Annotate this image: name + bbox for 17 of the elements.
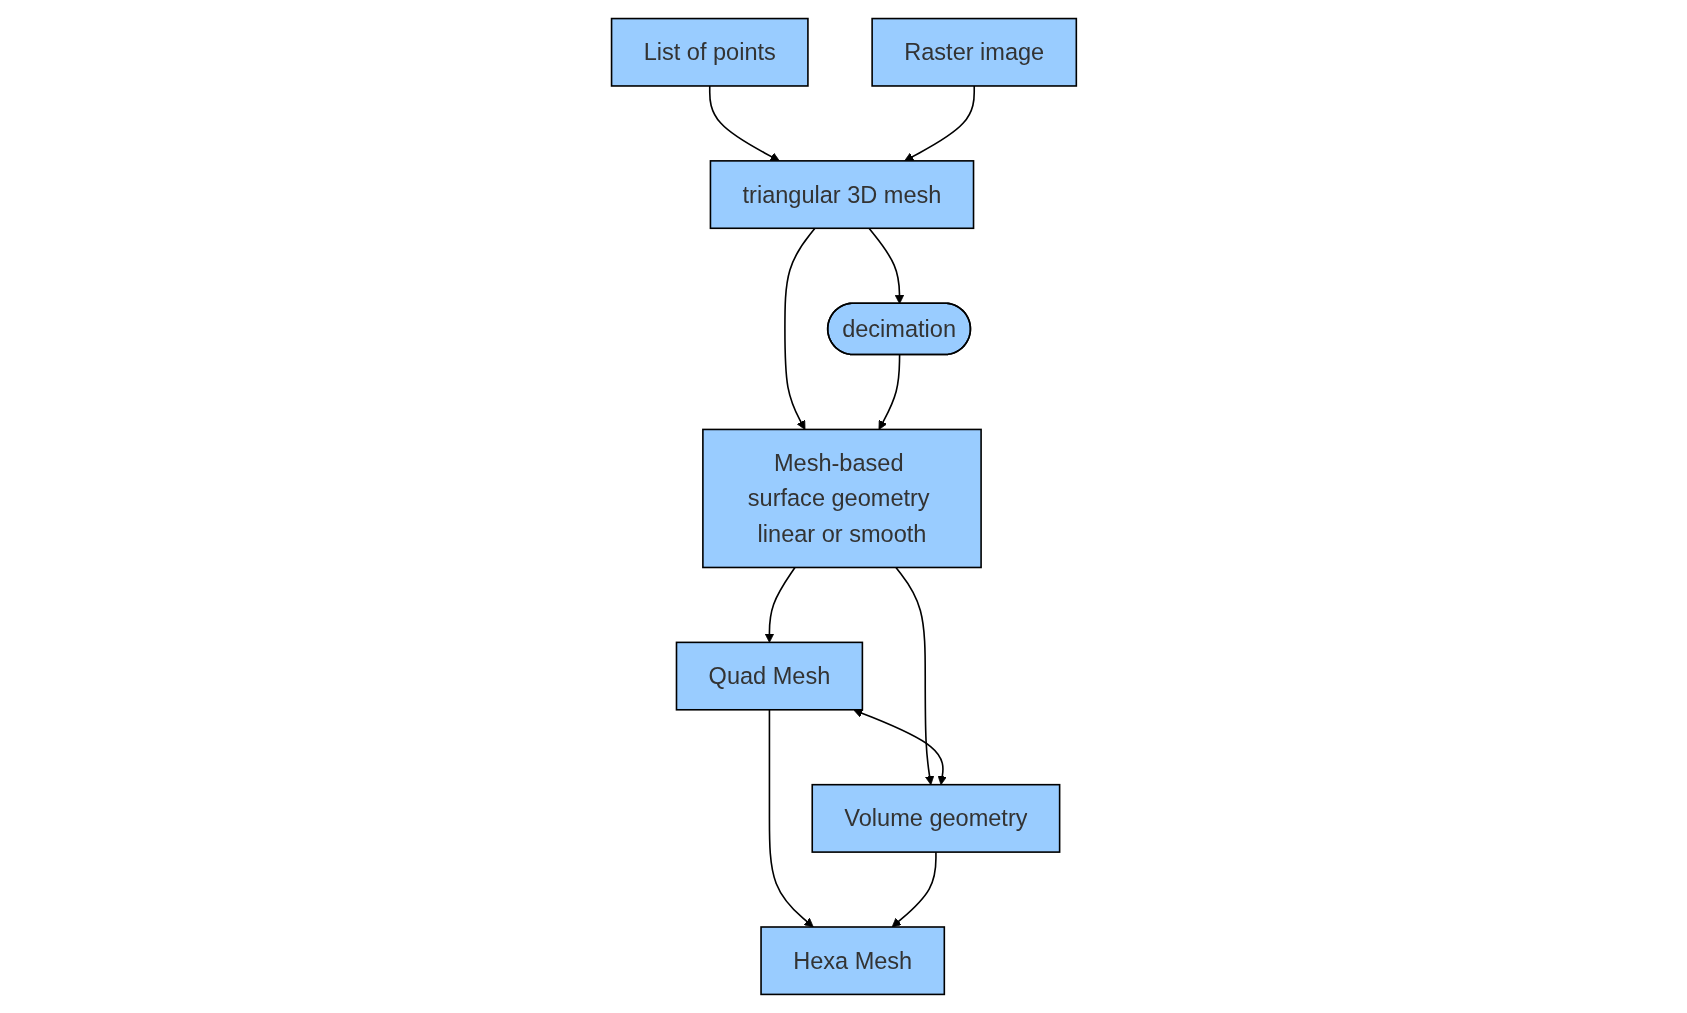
arrow — [783, 227, 816, 430]
node-box: Hexa Mesh — [759, 926, 945, 996]
node-box: List of points — [610, 17, 809, 87]
node-box: Volume geometry — [810, 783, 1060, 853]
node-box: Quad Mesh — [675, 641, 863, 711]
node-box: triangular 3D mesh — [709, 160, 974, 230]
arrow — [903, 85, 975, 162]
arrow — [891, 851, 937, 928]
arrow — [894, 566, 934, 786]
arrow — [768, 709, 814, 928]
arrow — [764, 566, 796, 643]
node-box: Raster image — [870, 17, 1077, 87]
arrow — [867, 227, 904, 305]
arrow — [878, 354, 900, 430]
node-box: Mesh-based surface geometry linear or smooth — [701, 428, 982, 569]
arrow — [708, 85, 780, 162]
arrow — [852, 708, 947, 786]
